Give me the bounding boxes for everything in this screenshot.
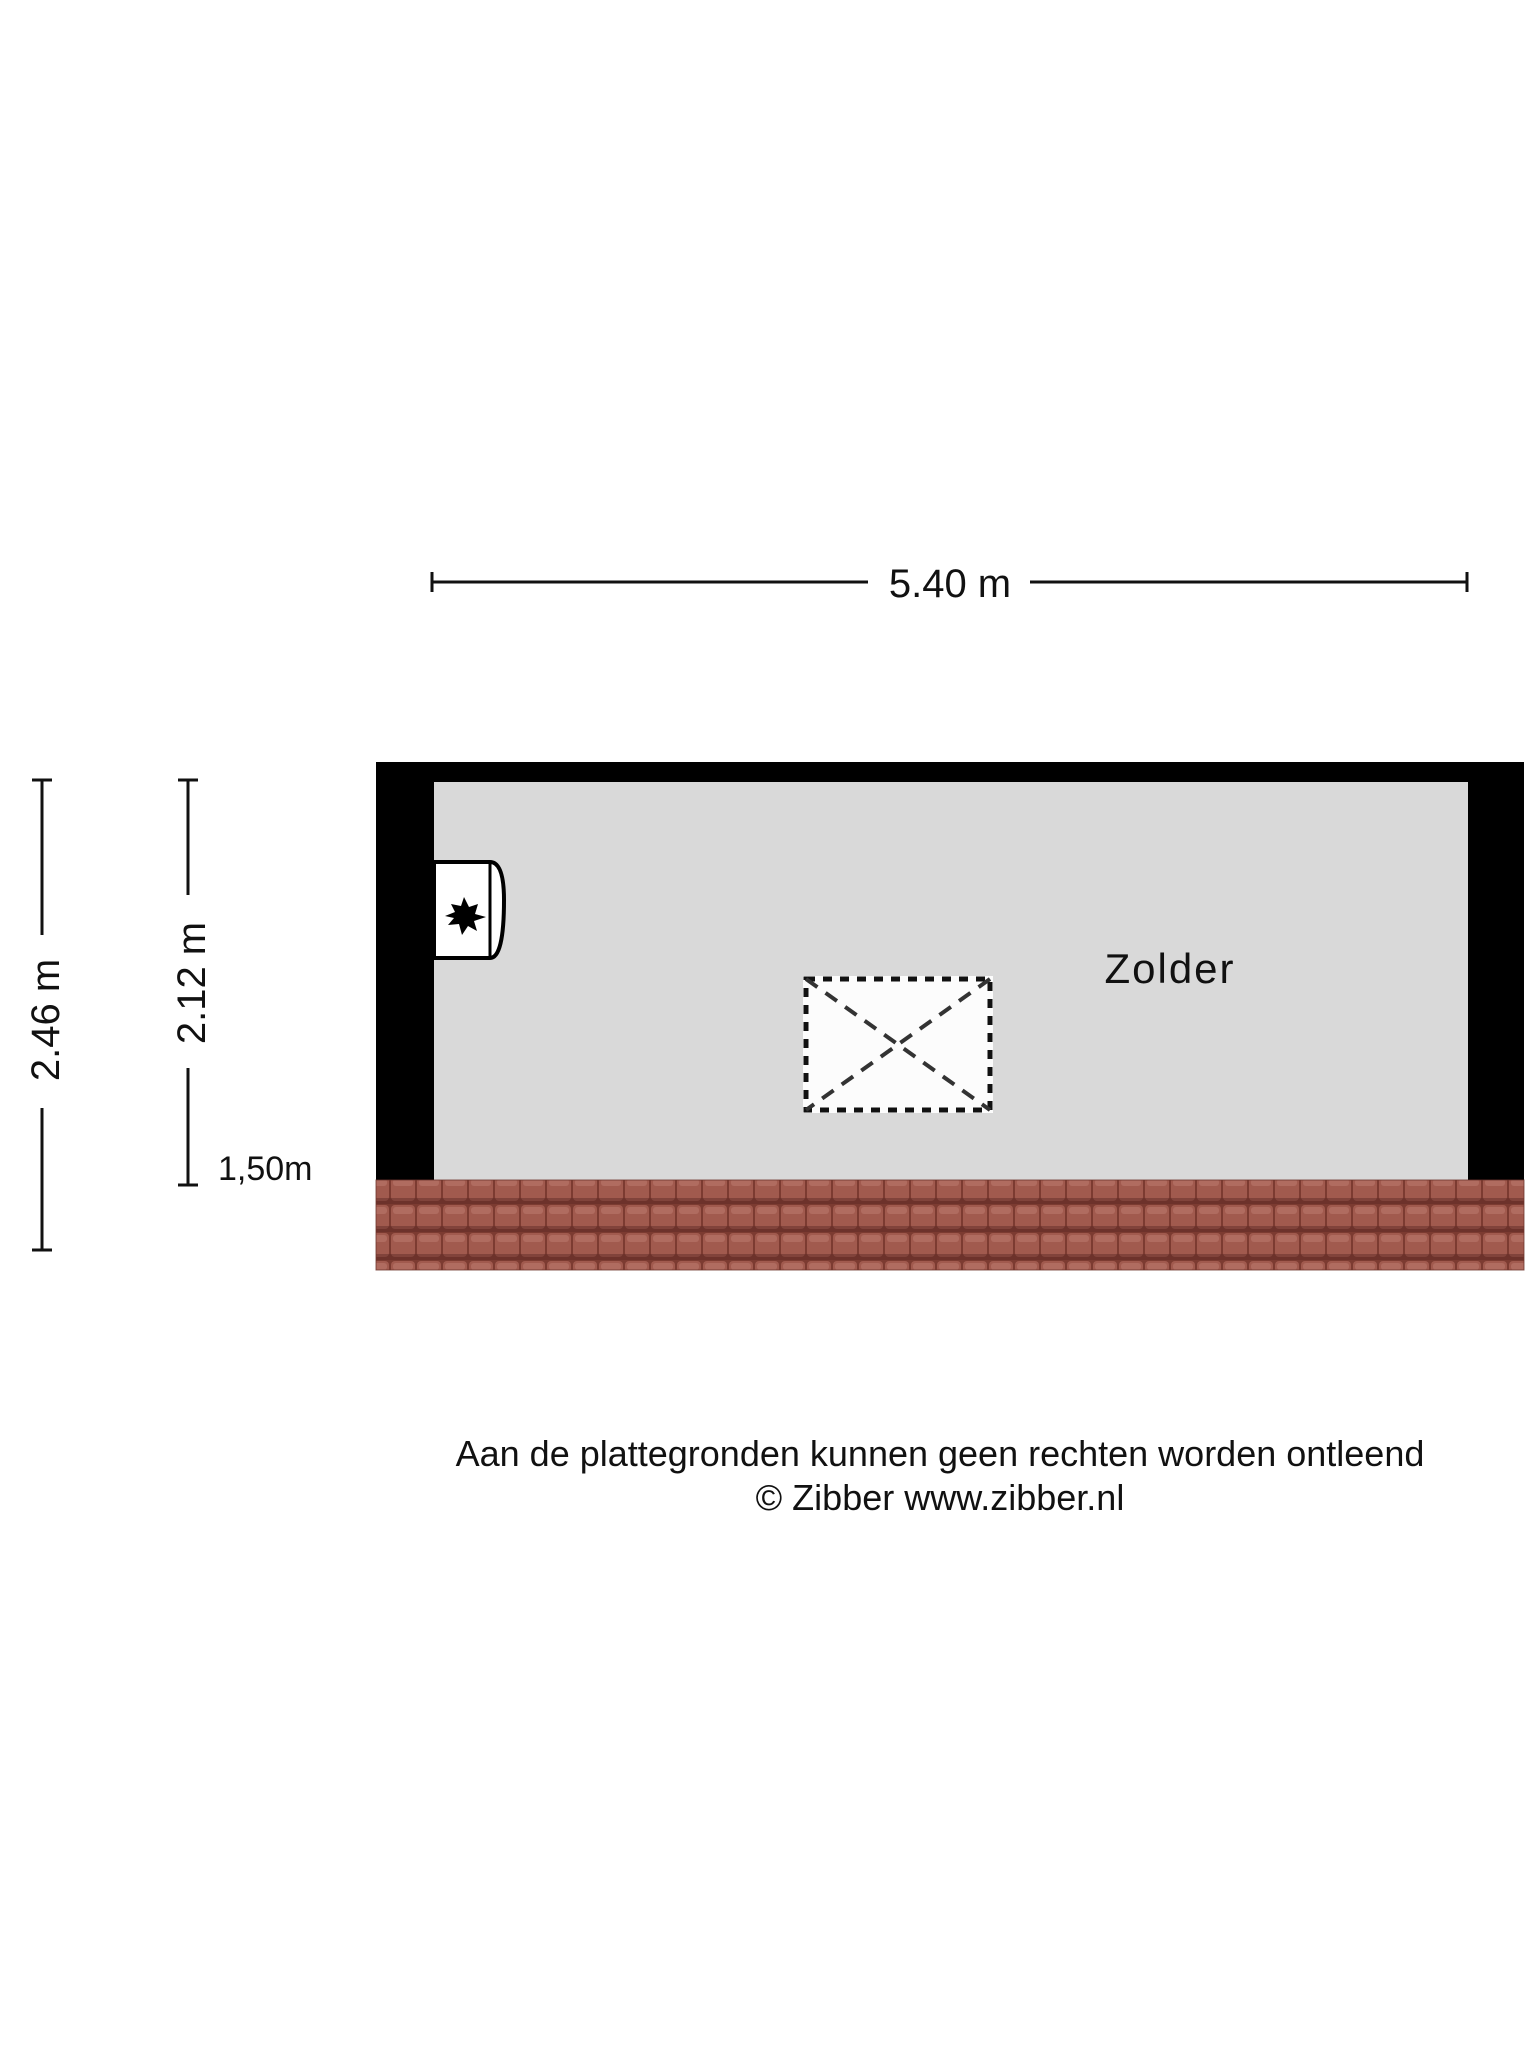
room-label: Zolder — [1104, 945, 1235, 992]
knee-wall-height-label: 1,50m — [218, 1150, 313, 1188]
height-dimension-inner-label: 2.12 m — [170, 922, 214, 1044]
roof-tiles — [376, 1180, 1524, 1270]
width-dimension: 5.40 m — [430, 562, 1469, 606]
height-dimension-inner: 2.12 m — [170, 778, 214, 1187]
height-dimension-outer: 2.46 m — [24, 778, 68, 1252]
disclaimer-text: Aan de plattegronden kunnen geen rechten… — [455, 1433, 1425, 1474]
copyright-text: © Zibber www.zibber.nl — [755, 1477, 1125, 1518]
height-dimension-outer-label: 2.46 m — [24, 959, 68, 1081]
boiler-icon — [432, 860, 507, 960]
roof-hatch-icon — [803, 976, 993, 1113]
width-dimension-label: 5.40 m — [889, 562, 1011, 606]
